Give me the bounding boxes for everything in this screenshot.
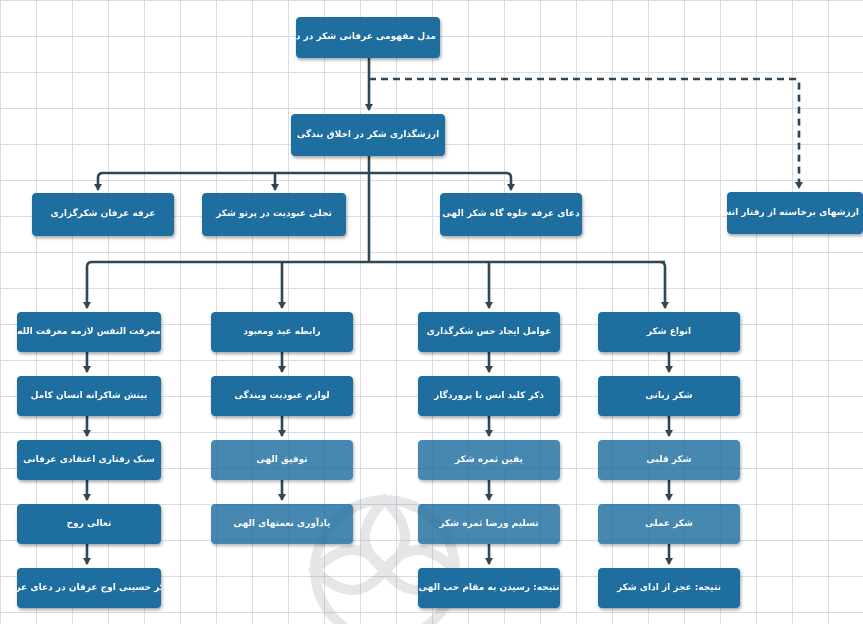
node-level2-3[interactable]: دعای عرفه جلوه گاه شکر الهی xyxy=(440,193,582,236)
node-col2-2[interactable]: لوازم عبودیت وبندگی xyxy=(211,376,353,416)
node-col3-1[interactable]: عوامل ایجاد حس شکرگذاری xyxy=(418,312,560,352)
node-level2-2[interactable]: تجلی عبودیت در پرتو شکر xyxy=(202,193,346,236)
node-level2-1[interactable]: عرفه عرفان شکرگزاری xyxy=(32,193,174,236)
node-col4-4[interactable]: شکر عملی xyxy=(598,504,740,544)
connector-col1 xyxy=(83,260,93,309)
node-col3-3[interactable]: یقین ثمره شکر xyxy=(418,440,560,480)
connector-level2-right xyxy=(369,171,515,191)
node-col1-4[interactable]: تعالی روح xyxy=(17,504,161,544)
node-root[interactable]: مدل مفهومی عرفانی شکر در دعای عرفه xyxy=(296,17,440,58)
node-col1-1[interactable]: معرفت النفس لازمه معرفت الله xyxy=(17,312,161,352)
node-col1-3[interactable]: سبک رفتاری اعتقادی عرفانی xyxy=(17,440,161,480)
node-col3-4[interactable]: تسلیم ورضا ثمره شکر xyxy=(418,504,560,544)
node-col1-2[interactable]: بینش شاکرانه انسان کامل xyxy=(17,376,161,416)
connector-col4 xyxy=(659,260,669,309)
node-col4-5[interactable]: نتیجه: عجز از ادای شکر xyxy=(598,568,740,608)
node-side[interactable]: ارزشهای برخاسته از رفتار انسان متعالی xyxy=(727,192,863,234)
node-col4-1[interactable]: انواع شکر xyxy=(598,312,740,352)
connector-level2-left xyxy=(94,171,369,191)
node-col4-3[interactable]: شکر قلبی xyxy=(598,440,740,480)
node-col2-3[interactable]: توفیق الهی xyxy=(211,440,353,480)
node-col2-4[interactable]: یادآوری نعمتهای الهی xyxy=(211,504,353,544)
node-col3-5[interactable]: نتیجه: رسیدن به مقام حب الهی xyxy=(418,568,560,608)
node-col4-2[interactable]: شکر زبانی xyxy=(598,376,740,416)
node-col3-2[interactable]: ذکر کلید انس با پروردگار xyxy=(418,376,560,416)
node-col1-5[interactable]: شکر حسینی اوج عرفان در دعای عرفه xyxy=(17,568,161,608)
connector-root-side-dashed xyxy=(369,77,803,189)
node-level1[interactable]: ارزشگذاری شکر در اخلاق بندگی xyxy=(291,114,445,156)
node-col2-1[interactable]: رابطه عبد ومعبود xyxy=(211,312,353,352)
